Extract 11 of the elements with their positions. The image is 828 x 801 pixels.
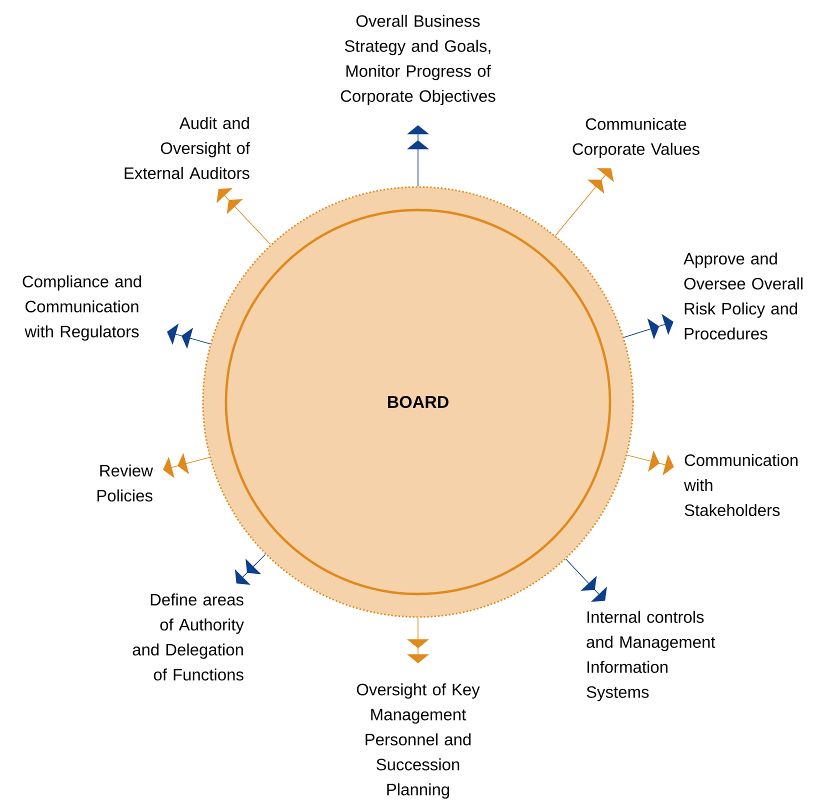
chevron-arrow (565, 558, 607, 602)
duty-label: Overall Business Strategy and Goals, Monitor Progress of Corporate Objectives (340, 14, 496, 106)
duty-label: Communication with Stakeholders (684, 454, 798, 516)
duty-label: Review Policies (98, 464, 154, 502)
duty-label: Approve and Oversee Overall Risk Policy and Procedures (684, 252, 802, 340)
duty-label: Audit and Oversight of External Auditors (124, 116, 250, 180)
chevron-arrow (216, 188, 271, 245)
chevron-arrow (555, 168, 614, 236)
duty-label: Communicate Corporate Values (572, 118, 700, 158)
duty-label: Oversight of Key Management Personnel and Succession Planning (356, 683, 480, 799)
duty-label: Compliance and Communication with Regulators (22, 275, 141, 341)
